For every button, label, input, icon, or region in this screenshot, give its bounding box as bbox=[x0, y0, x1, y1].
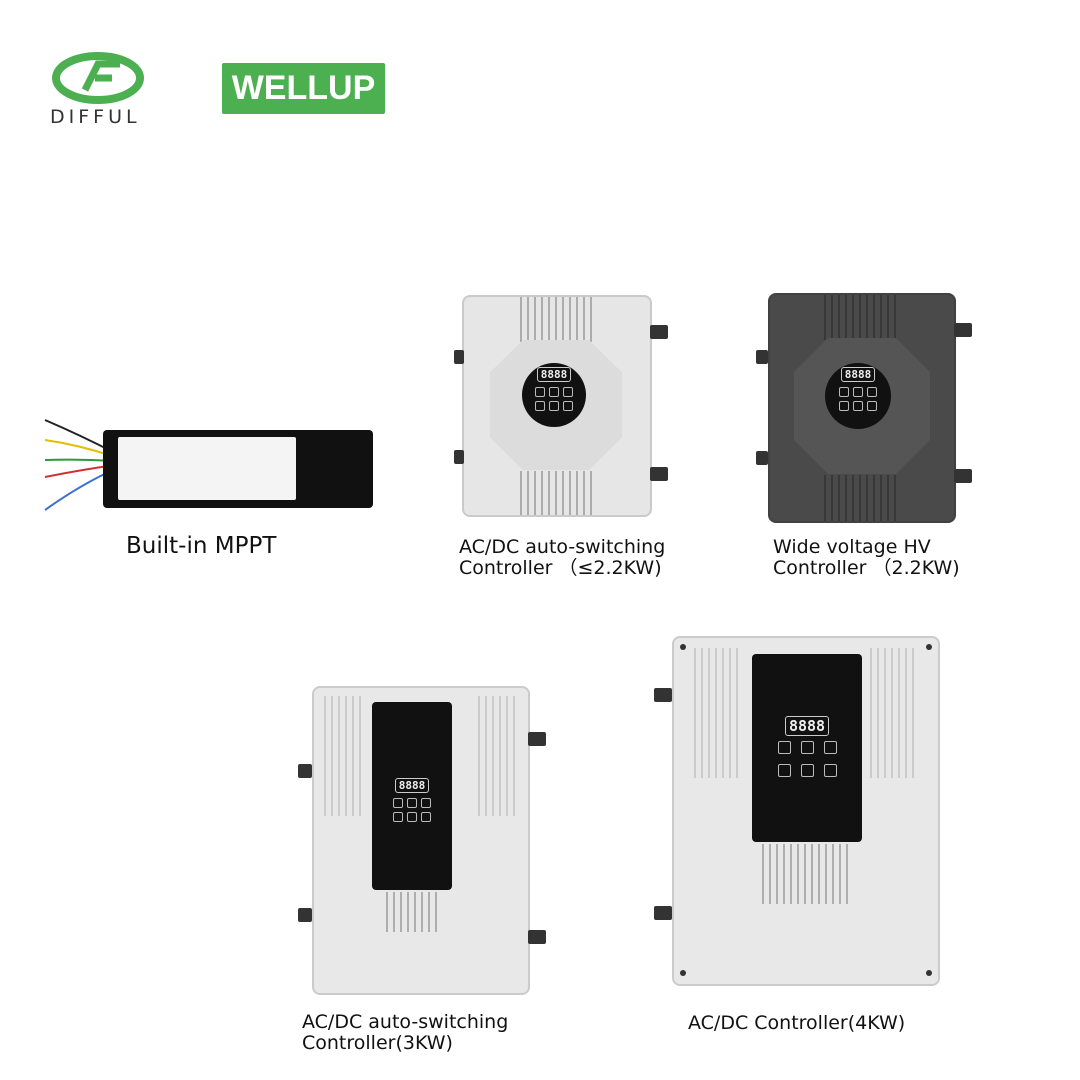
digit-display: 8888 bbox=[536, 367, 572, 382]
digit-display: 8888 bbox=[394, 778, 430, 793]
digit-display: 8888 bbox=[784, 716, 830, 736]
difful-emblem-icon bbox=[52, 52, 144, 104]
controller-3kw: 8888 bbox=[298, 686, 546, 995]
control-panel: 8888 bbox=[522, 363, 586, 427]
control-panel: 8888 bbox=[752, 654, 862, 842]
controller-4kw: 8888 bbox=[654, 636, 940, 986]
product-label-2-2kw: AC/DC auto-switching Controller （≤2.2KW) bbox=[459, 536, 666, 579]
control-panel: 8888 bbox=[825, 363, 891, 429]
controller-hv-2-2kw: 8888 bbox=[756, 293, 972, 523]
wellup-logo: WELLUP bbox=[222, 63, 385, 114]
product-label-mppt: Built-in MPPT bbox=[126, 533, 277, 559]
product-label-3kw: AC/DC auto-switching Controller(3KW) bbox=[302, 1011, 509, 1054]
controller-2-2kw: 8888 bbox=[454, 295, 668, 517]
control-panel: 8888 bbox=[372, 702, 452, 890]
digit-display: 8888 bbox=[840, 367, 876, 382]
mppt-module bbox=[40, 415, 375, 515]
difful-logo: DIFFUL bbox=[50, 50, 160, 130]
product-label-4kw: AC/DC Controller(4KW) bbox=[688, 1012, 906, 1034]
product-label-hv: Wide voltage HV Controller （2.2KW) bbox=[773, 536, 960, 579]
difful-wordmark: DIFFUL bbox=[50, 106, 141, 128]
